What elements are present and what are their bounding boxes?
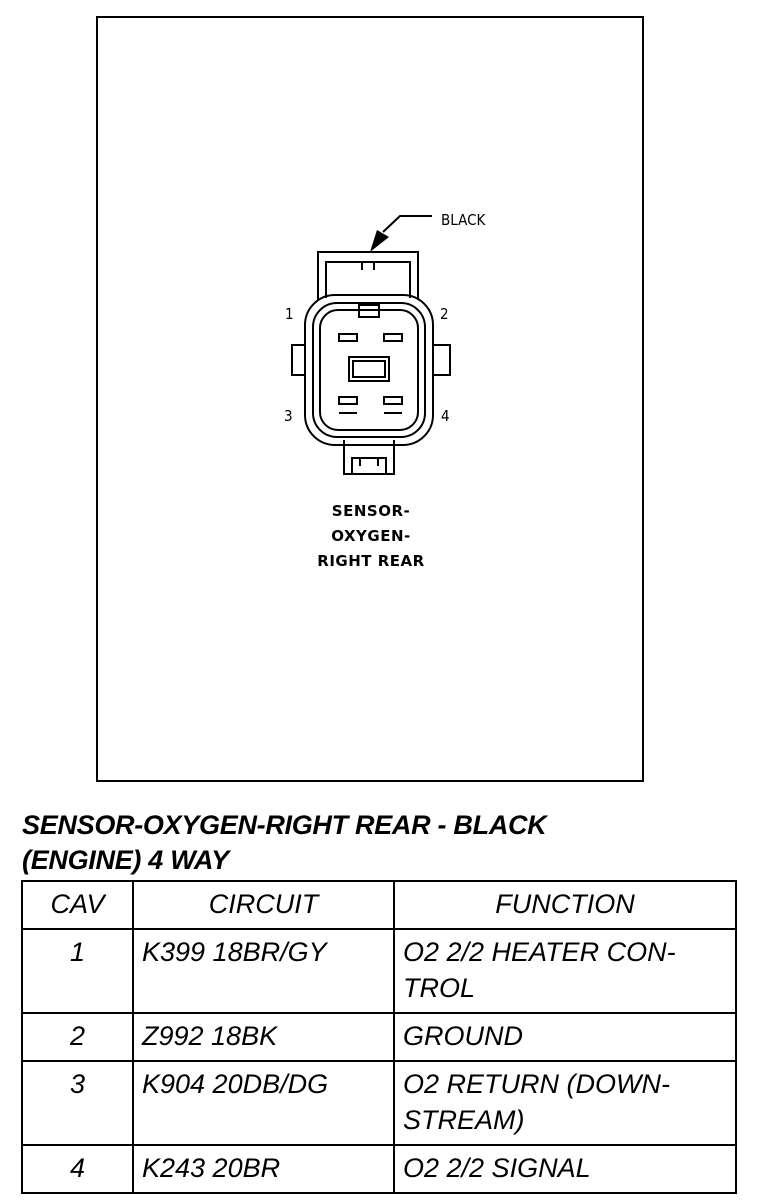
- pin-label-2: 2: [440, 305, 449, 323]
- pin-label-3: 3: [284, 407, 293, 425]
- header-cav: CAV: [21, 880, 134, 930]
- cell-circuit: K399 18BR/GY: [132, 928, 395, 1014]
- function-line: O2 2/2 HEATER CON-: [403, 937, 676, 967]
- pinout-table: CAV CIRCUIT FUNCTION 1 K399 18BR/GY O2 2…: [21, 880, 737, 1194]
- color-label: BLACK: [441, 211, 487, 229]
- pin-label-4: 4: [441, 407, 450, 425]
- table-row: 4 K243 20BR O2 2/2 SIGNAL: [21, 1144, 737, 1194]
- cell-function: O2 2/2 SIGNAL: [393, 1144, 737, 1194]
- connector-name-line-1: SENSOR-: [332, 502, 410, 520]
- pin-label-1: 1: [285, 305, 294, 323]
- table-row: 3 K904 20DB/DG O2 RETURN (DOWN- STREAM): [21, 1060, 737, 1146]
- color-arrowhead-icon: [370, 230, 389, 252]
- cell-circuit: K243 20BR: [132, 1144, 395, 1194]
- function-line: GROUND: [403, 1021, 523, 1051]
- function-line: TROL: [403, 973, 476, 1003]
- diagram-frame: [96, 16, 644, 782]
- cell-cav: 2: [21, 1012, 134, 1062]
- function-line: STREAM): [403, 1105, 525, 1135]
- connector-name-line-2: OXYGEN-: [331, 527, 410, 545]
- function-line: O2 RETURN (DOWN-: [403, 1069, 670, 1099]
- table-row: 1 K399 18BR/GY O2 2/2 HEATER CON- TROL: [21, 928, 737, 1014]
- cell-function: O2 RETURN (DOWN- STREAM): [393, 1060, 737, 1146]
- connector-latch: [317, 251, 419, 300]
- connector-body: [304, 294, 434, 446]
- cell-circuit: K904 20DB/DG: [132, 1060, 395, 1146]
- terminal-cavities: [338, 333, 403, 414]
- connector-title: SENSOR-OXYGEN-RIGHT REAR - BLACK (ENGINE…: [22, 808, 547, 878]
- cell-function: GROUND: [393, 1012, 737, 1062]
- color-leader-line: [382, 215, 432, 233]
- cell-function: O2 2/2 HEATER CON- TROL: [393, 928, 737, 1014]
- connector-diagram: BLACK 1 2 3 4 SEN: [284, 211, 487, 570]
- table-header-row: CAV CIRCUIT FUNCTION: [21, 880, 737, 930]
- table-row: 2 Z992 18BK GROUND: [21, 1012, 737, 1062]
- cell-cav: 4: [21, 1144, 134, 1194]
- connector-bottom-tab: [343, 440, 395, 475]
- title-line-1: SENSOR-OXYGEN-RIGHT REAR - BLACK: [22, 810, 547, 840]
- connector-name-line-3: RIGHT REAR: [317, 552, 424, 570]
- cell-cav: 1: [21, 928, 134, 1014]
- header-function: FUNCTION: [393, 880, 737, 930]
- cell-circuit: Z992 18BK: [132, 1012, 395, 1062]
- title-line-2: (ENGINE) 4 WAY: [22, 845, 229, 875]
- header-circuit: CIRCUIT: [132, 880, 395, 930]
- function-line: O2 2/2 SIGNAL: [403, 1153, 591, 1183]
- cell-cav: 3: [21, 1060, 134, 1146]
- connector-side-tabs: [291, 344, 451, 376]
